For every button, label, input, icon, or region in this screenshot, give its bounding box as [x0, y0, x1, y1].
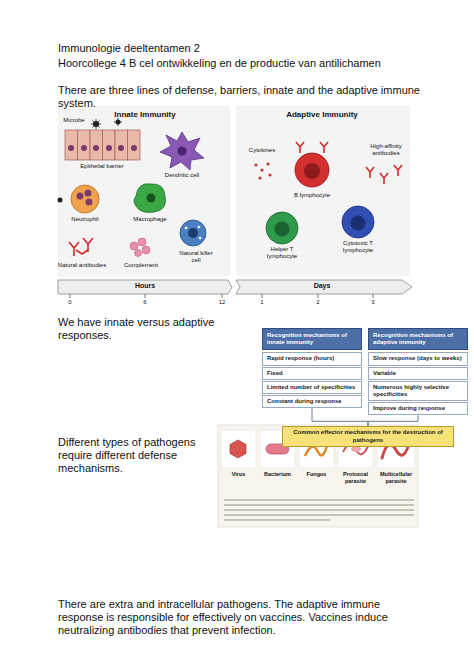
adaptive-panel	[236, 106, 410, 276]
cell-text: Fixed	[267, 370, 357, 377]
tick-number: 6	[138, 299, 152, 306]
cell-label: Complement	[117, 262, 165, 269]
cell-label: Dendritic cell	[157, 172, 207, 179]
timeline-arrow	[58, 280, 412, 298]
cell-label: Macrophage	[126, 216, 174, 223]
cell-label: Neutrophil	[63, 216, 107, 223]
body-text: We have innate versus adaptive responses…	[58, 316, 258, 342]
table-header-cell: Recognition mechanisms of adaptive immun…	[368, 328, 468, 350]
axis-label: Days	[302, 282, 342, 290]
body-text: There are three lines of defense, barrie…	[58, 84, 458, 110]
table-cell: Constant during response	[262, 395, 362, 408]
cell-text: Limited number of specificities	[267, 384, 357, 391]
pathogen-name: Protozoal parasite	[337, 471, 375, 484]
table-header-cell: Recognition mechanisms of innate immunit…	[262, 328, 362, 350]
complement	[130, 238, 150, 257]
cell-label: Epithelial barrier	[67, 163, 137, 170]
cell-label: Cytotoxic T lymphocyte	[333, 240, 383, 254]
cell-text: Recognition mechanisms of innate immunit…	[267, 332, 357, 346]
tick-number: 12	[215, 299, 229, 306]
cell-label: Natural antibodies	[54, 262, 110, 269]
cell-label: B lymphocyte	[284, 192, 340, 199]
helper-t-cell	[266, 212, 298, 244]
pathogen-name: Bacterium	[259, 471, 297, 478]
panel-heading: Adaptive Immunity	[267, 110, 377, 120]
cell-text: Variable	[373, 370, 463, 377]
pathogen-name: Virus	[221, 471, 257, 478]
b-lymphocyte	[295, 142, 329, 187]
body-text: There are extra and intracellular pathog…	[58, 598, 420, 638]
cell-label: Microbe	[59, 117, 89, 124]
bracket-connector	[312, 408, 368, 426]
cell-text: Rapid response (hours)	[267, 355, 357, 362]
cell-label: Cytokines	[242, 147, 282, 154]
neutrophil	[71, 185, 99, 213]
high-affinity-antibodies	[366, 165, 402, 184]
tick-number: 3	[366, 299, 380, 306]
tick-number: 1	[255, 299, 269, 306]
cell-text: Common effector mechanisms for the destr…	[287, 429, 449, 443]
cytokines	[254, 162, 271, 179]
bracket-connector	[368, 415, 418, 426]
pathogen-name: Multicellular parasite	[376, 471, 416, 484]
axis-label: Hours	[125, 282, 165, 290]
epithelial-cells	[65, 130, 140, 160]
page-title: Immunologie deeltentamen 2	[58, 42, 200, 55]
body-text: Different types of pathogens require dif…	[58, 436, 208, 476]
effector-box: Common effector mechanisms for the destr…	[282, 426, 454, 446]
pathogen-name: Fungus	[299, 471, 335, 478]
table-cell: Improve during response	[368, 402, 468, 415]
table-cell: Slow response (days to weeks)	[368, 352, 468, 365]
cell-label: Natural killer cell	[176, 250, 216, 264]
cell-label: Helper T lymphocyte	[260, 246, 304, 260]
tick-number: 2	[311, 299, 325, 306]
table-cell: Fixed	[262, 367, 362, 380]
subtitle: Hoorcollege 4 B cel ontwikkeling en de p…	[58, 57, 438, 70]
innate-panel	[58, 106, 230, 276]
cell-label: High-affinity antibodies	[364, 143, 408, 157]
table-cell: Numerous highly selective specificities	[368, 381, 468, 401]
cytotoxic-t-cell	[342, 206, 374, 238]
table-cell: Limited number of specificities	[262, 381, 362, 394]
dendritic-cell	[160, 132, 204, 170]
cell-text: Improve during response	[373, 405, 463, 412]
natural-antibodies	[69, 238, 93, 256]
cell-text: Recognition mechanisms of adaptive immun…	[373, 332, 463, 346]
natural-killer-cell	[180, 220, 206, 246]
table-cell: Rapid response (hours)	[262, 352, 362, 365]
macrophage	[134, 184, 166, 213]
cell-text: Constant during response	[267, 398, 357, 405]
cell-text: Slow response (days to weeks)	[373, 355, 463, 362]
tick-number: 0	[63, 299, 77, 306]
table-cell: Variable	[368, 367, 468, 380]
panel-heading: Innate Immunity	[95, 110, 195, 120]
cell-text: Numerous highly selective specificities	[373, 384, 463, 398]
